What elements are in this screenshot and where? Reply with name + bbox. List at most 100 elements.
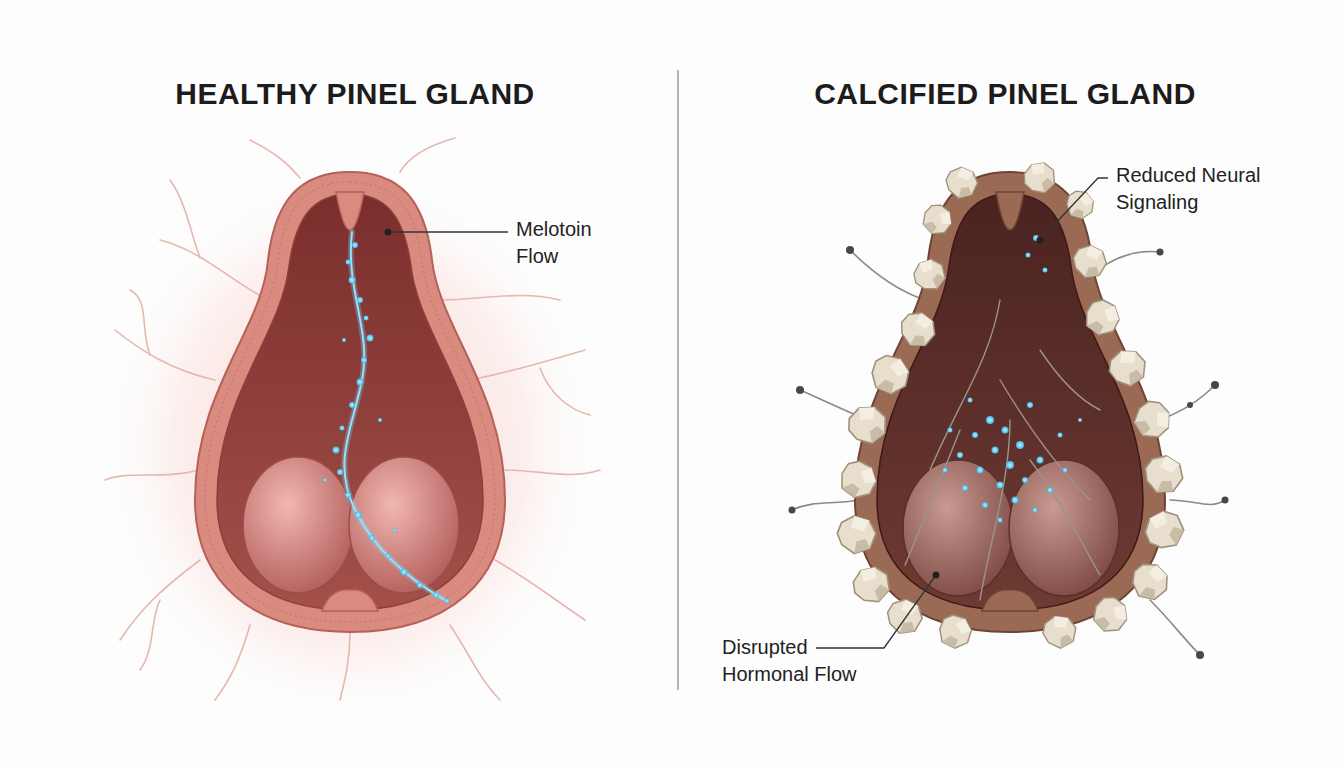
leader-line — [388, 178, 1108, 648]
scattered-hormone-part — [957, 452, 963, 458]
calcification-deposits-part — [833, 455, 882, 505]
melatonin-flow-part — [323, 242, 450, 604]
nerve-fibers-part — [140, 600, 160, 670]
calcified-gland-part — [855, 172, 1165, 632]
melatonin-flow-part-part — [364, 316, 369, 321]
melatonin-flow-part-part — [357, 297, 363, 303]
leader-dot-part — [385, 229, 392, 236]
melatonin-flow-part-part — [349, 277, 356, 284]
scattered-hormone-part — [962, 485, 968, 491]
calcification-deposits-part — [943, 165, 979, 201]
nerve-fibers-part — [505, 470, 600, 474]
calcification-deposits-part — [883, 596, 926, 638]
melatonin-flow-part-part — [345, 492, 351, 498]
calcification-deposits-part — [1042, 615, 1078, 650]
melatonin-flow-part-part — [349, 402, 355, 408]
melatonin-flow-part-part — [386, 554, 391, 559]
scattered-hormone-part — [977, 467, 984, 474]
calcification-deposits-part — [1020, 158, 1060, 198]
nerve-fibers-part — [540, 368, 590, 415]
calcified-gland-part — [982, 590, 1038, 611]
nerve-fibers-part — [170, 180, 200, 258]
melatonin-flow-part-part — [357, 379, 364, 386]
healthy-gland-part — [217, 194, 483, 610]
healthy-gland-part — [243, 457, 353, 593]
calcification-deposits-part — [1139, 451, 1188, 499]
scattered-hormone-part — [1037, 457, 1044, 464]
nerve-fibers-part — [130, 290, 150, 355]
inner-fibers — [905, 300, 1100, 600]
calcification-deposits-part — [863, 348, 917, 402]
leader-dot-part — [1037, 237, 1044, 244]
nerve-fibers-part — [470, 350, 585, 380]
melatonin-flow-part-part — [333, 447, 340, 454]
melatonin-flow-part — [344, 232, 445, 600]
scattered-hormone-part — [982, 502, 988, 508]
scattered-hormone-part — [1002, 427, 1009, 434]
leader-line-part — [388, 231, 508, 232]
melatonin-flow-part-part — [401, 569, 408, 576]
nerve-ends-part — [796, 386, 804, 394]
scattered-hormone-part — [1047, 487, 1053, 493]
panel-heading: HEALTHY PINEL GLAND — [105, 76, 605, 112]
melatonin-flow-part-part — [369, 535, 375, 541]
scattered-hormone-part — [943, 468, 948, 473]
scattered-hormone-part — [1006, 461, 1014, 469]
healthy-gland-part — [322, 590, 378, 611]
scattered-hormone-part — [997, 482, 1004, 489]
nerve-fibers-part — [115, 330, 215, 380]
nerve-ends-part — [789, 507, 796, 514]
melatonin-flow-part-part — [367, 335, 374, 342]
healthy-gland-part — [205, 182, 495, 622]
melatonin-flow-part-part — [352, 242, 358, 248]
calcification-deposits-part — [1060, 185, 1099, 224]
divider-line — [677, 70, 679, 690]
melatonin-flow-part — [344, 232, 445, 600]
nerve-fibers-part — [105, 470, 200, 480]
calcification-deposits-part — [1124, 557, 1175, 607]
nerve-fibers-part — [1098, 252, 1160, 270]
inner-fibers-part — [980, 420, 1010, 600]
melatonin-flow-part-part — [355, 512, 362, 519]
calcification-deposits-part — [847, 561, 895, 609]
calcification-deposits-part — [932, 609, 978, 655]
leader-line-part — [816, 575, 936, 648]
nerve-fibers-part — [1150, 600, 1200, 655]
melatonin-flow-part-part — [417, 582, 423, 588]
nerve-ends-part — [1187, 402, 1193, 408]
calcified-gland-part — [877, 194, 1143, 610]
scattered-hormone-part — [1078, 418, 1082, 422]
calcification-deposits-part — [1106, 347, 1148, 389]
nerve-fibers-part — [1170, 500, 1225, 504]
nerve-fibers-part — [450, 625, 500, 700]
inner-fibers-part — [1030, 460, 1100, 575]
calcification-deposits-part — [918, 201, 955, 239]
melatonin-flow-part-part — [323, 478, 327, 482]
scattered-hormone-part — [1012, 497, 1019, 504]
nerve-fibers-part — [160, 240, 268, 300]
calcification-deposits-part — [836, 515, 878, 556]
scattered-hormone-part — [992, 447, 999, 454]
melatonin-flow-part-part — [340, 426, 345, 431]
scattered-hormone — [943, 235, 1083, 523]
scattered-hormone-part — [968, 398, 973, 403]
nerve-ends-part — [1222, 497, 1229, 504]
calcification-deposits-part — [895, 307, 941, 353]
nerve-fibers-part — [340, 632, 350, 700]
scattered-hormone-part — [986, 416, 994, 424]
calcification-deposits-part — [1088, 592, 1132, 637]
inner-fibers-part — [1040, 350, 1100, 410]
melatonin-flow-part-part — [346, 260, 351, 265]
scattered-hormone-part — [948, 428, 953, 433]
calcified-gland-part — [996, 192, 1024, 230]
panel-heading: CALCIFIED PINEL GLAND — [755, 76, 1255, 112]
nerve-ends-part — [1196, 651, 1204, 659]
melatonin-flow-part-part — [393, 528, 397, 532]
melatonin-flow-part-part — [378, 418, 382, 422]
leader-line-part — [1040, 178, 1108, 240]
scattered-hormone-part — [1026, 253, 1031, 258]
